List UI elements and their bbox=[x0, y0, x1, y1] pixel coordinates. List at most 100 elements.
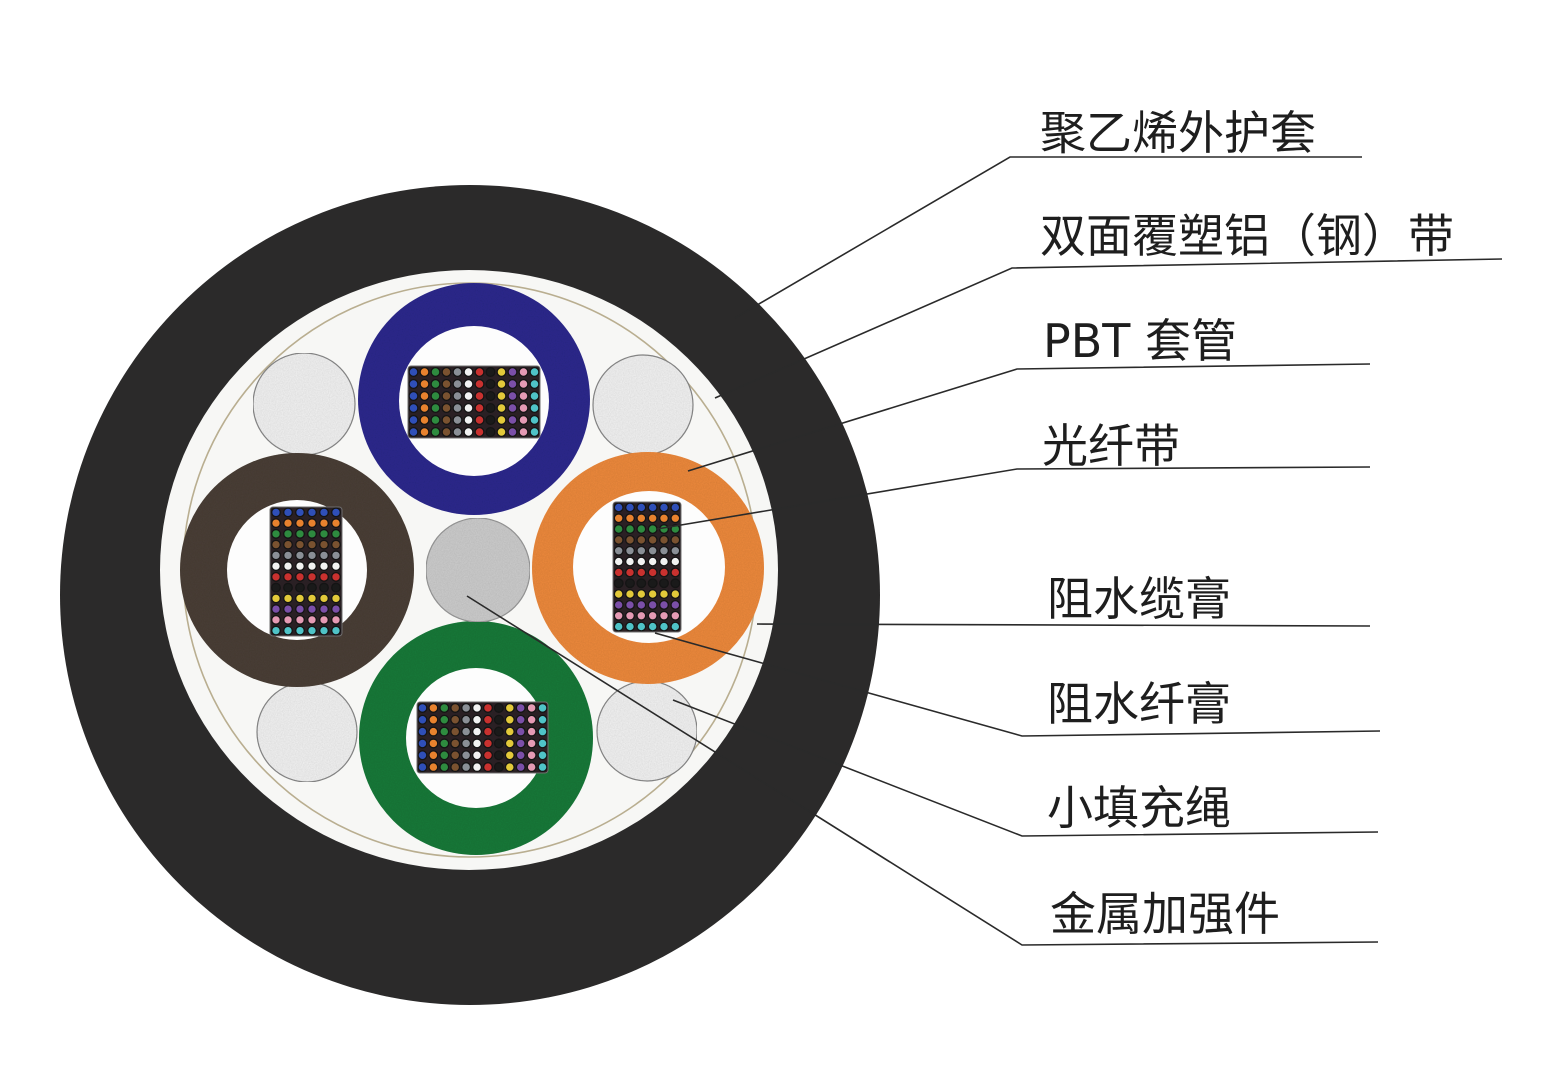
optical-fiber bbox=[518, 390, 529, 402]
optical-fiber bbox=[271, 550, 281, 561]
optical-fiber bbox=[463, 426, 474, 438]
optical-fiber bbox=[295, 593, 305, 604]
optical-fiber bbox=[463, 402, 474, 414]
optical-fiber bbox=[419, 366, 430, 378]
optical-fiber bbox=[625, 502, 635, 513]
optical-fiber bbox=[452, 414, 463, 426]
optical-fiber bbox=[496, 402, 507, 414]
optical-fiber bbox=[283, 604, 293, 615]
optical-fiber bbox=[537, 762, 548, 773]
optical-fiber bbox=[526, 726, 537, 737]
optical-fiber bbox=[461, 738, 472, 749]
optical-fiber bbox=[307, 518, 317, 529]
optical-fiber bbox=[518, 426, 529, 438]
optical-fiber bbox=[439, 750, 450, 761]
optical-fiber bbox=[529, 390, 540, 402]
optical-fiber bbox=[625, 599, 635, 610]
optical-fiber bbox=[636, 534, 647, 545]
optical-fiber bbox=[419, 426, 430, 438]
optical-fiber bbox=[515, 714, 526, 725]
optical-fiber bbox=[331, 528, 341, 539]
optical-fiber bbox=[307, 550, 317, 561]
optical-fiber bbox=[450, 738, 461, 749]
optical-fiber bbox=[319, 550, 329, 561]
optical-fiber bbox=[507, 414, 518, 426]
optical-fiber bbox=[625, 534, 635, 545]
optical-fiber bbox=[452, 390, 463, 402]
optical-fiber bbox=[430, 426, 441, 438]
optical-fiber bbox=[283, 550, 293, 561]
optical-fiber bbox=[613, 599, 624, 610]
optical-fiber bbox=[430, 414, 441, 426]
optical-fiber bbox=[613, 610, 624, 621]
leader-outer-sheath bbox=[734, 156, 1362, 319]
optical-fiber bbox=[670, 545, 681, 556]
optical-fiber bbox=[518, 414, 529, 426]
optical-fiber bbox=[472, 714, 483, 725]
optical-fiber bbox=[496, 390, 507, 402]
optical-fiber bbox=[419, 402, 430, 414]
optical-fiber bbox=[504, 738, 515, 749]
optical-fiber bbox=[636, 621, 647, 632]
optical-fiber bbox=[450, 750, 461, 761]
optical-fiber bbox=[307, 582, 317, 593]
optical-fiber bbox=[461, 762, 472, 773]
optical-fiber bbox=[439, 738, 450, 749]
optical-fiber bbox=[283, 561, 293, 572]
optical-fiber bbox=[463, 390, 474, 402]
optical-fiber bbox=[482, 702, 493, 713]
fiber-ribbon-fibers-brown-tube bbox=[271, 507, 341, 636]
metal-strength-member bbox=[425, 517, 531, 623]
optical-fiber bbox=[485, 414, 496, 426]
label-filler-rope: 小填充绳 bbox=[1047, 781, 1231, 835]
optical-fiber bbox=[307, 571, 317, 582]
optical-fiber bbox=[529, 366, 540, 378]
optical-fiber bbox=[647, 567, 658, 578]
optical-fiber bbox=[518, 366, 529, 378]
optical-fiber bbox=[529, 414, 540, 426]
optical-fiber bbox=[461, 726, 472, 737]
leader-cable-gel bbox=[756, 623, 1371, 627]
optical-fiber bbox=[295, 528, 305, 539]
optical-fiber bbox=[428, 726, 439, 737]
optical-fiber bbox=[439, 726, 450, 737]
optical-fiber bbox=[636, 567, 647, 578]
optical-fiber bbox=[625, 513, 635, 524]
optical-fiber bbox=[452, 366, 463, 378]
optical-fiber bbox=[659, 578, 669, 589]
optical-fiber bbox=[482, 726, 493, 737]
optical-fiber bbox=[613, 513, 624, 524]
optical-fiber bbox=[283, 625, 293, 636]
optical-fiber bbox=[507, 390, 518, 402]
optical-fiber bbox=[526, 714, 537, 725]
optical-fiber bbox=[441, 378, 452, 390]
optical-fiber bbox=[507, 426, 518, 438]
optical-fiber bbox=[307, 561, 317, 572]
optical-fiber bbox=[283, 593, 293, 604]
optical-fiber bbox=[474, 402, 485, 414]
optical-fiber bbox=[450, 714, 461, 725]
optical-fiber bbox=[515, 726, 526, 737]
optical-fiber bbox=[295, 507, 305, 518]
optical-fiber bbox=[647, 534, 658, 545]
optical-fiber bbox=[474, 414, 485, 426]
optical-fiber bbox=[625, 567, 635, 578]
optical-fiber bbox=[271, 528, 281, 539]
optical-fiber bbox=[271, 561, 281, 572]
optical-fiber bbox=[504, 714, 515, 725]
optical-fiber bbox=[529, 426, 540, 438]
optical-fiber bbox=[271, 582, 281, 593]
optical-fiber bbox=[625, 556, 635, 567]
fiber-ribbon-stack-orange-tube bbox=[612, 501, 682, 633]
optical-fiber bbox=[625, 610, 635, 621]
filler-rope-bottom-left bbox=[256, 681, 358, 783]
optical-fiber bbox=[417, 702, 428, 713]
optical-fiber bbox=[271, 604, 281, 615]
optical-fiber bbox=[485, 426, 496, 438]
optical-fiber bbox=[670, 513, 681, 524]
fiber-ribbon-fibers-blue-tube bbox=[408, 366, 540, 438]
optical-fiber bbox=[518, 378, 529, 390]
label-fiber-ribbon: 光纤带 bbox=[1042, 419, 1180, 473]
optical-fiber bbox=[537, 750, 548, 761]
optical-fiber bbox=[295, 571, 305, 582]
